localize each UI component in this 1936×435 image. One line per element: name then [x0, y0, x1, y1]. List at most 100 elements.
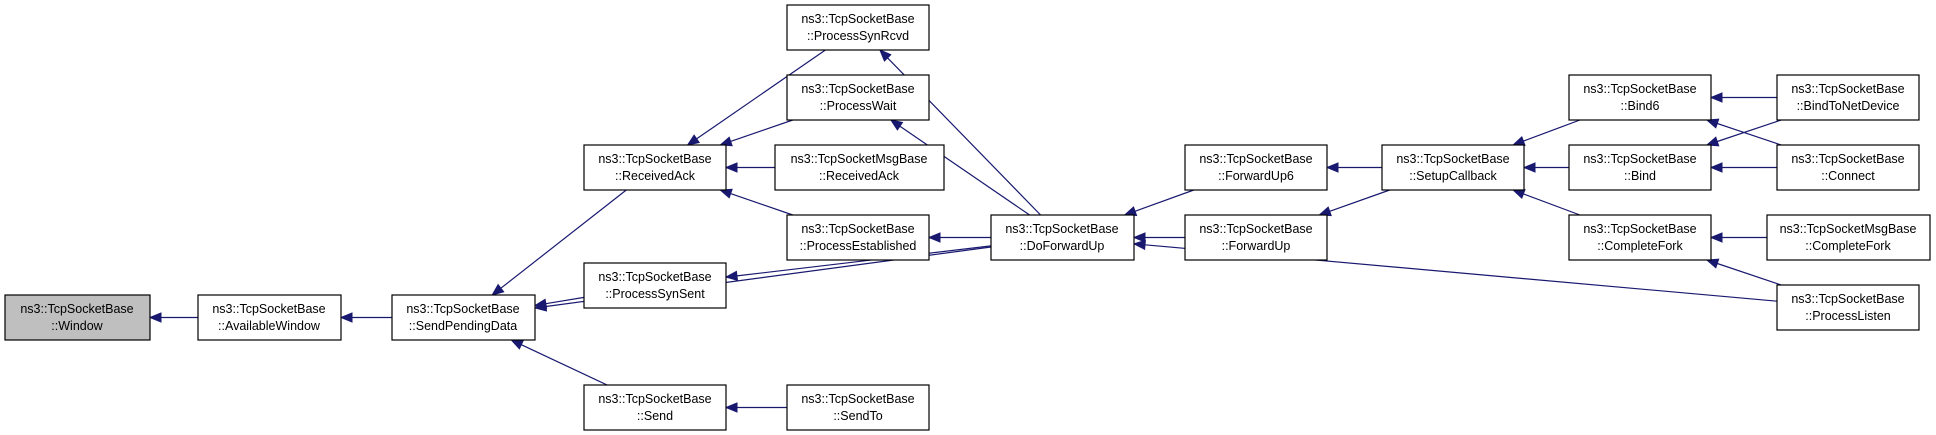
arrowhead-icon [1705, 258, 1720, 269]
node-available-window-line1: ns3::TcpSocketBase [212, 302, 325, 316]
node-process-syn-sent-line2: ::ProcessSynSent [605, 287, 705, 301]
node-setup-callback[interactable]: ns3::TcpSocketBase ::SetupCallback [1381, 144, 1525, 191]
node-send-pending-data-line2: ::SendPendingData [409, 319, 517, 333]
node-received-ack[interactable]: ns3::TcpSocketBase ::ReceivedAck [583, 144, 727, 191]
node-process-syn-sent[interactable]: ns3::TcpSocketBase ::ProcessSynSent [583, 262, 727, 309]
node-forward-up6-line1: ns3::TcpSocketBase [1199, 152, 1312, 166]
node-do-forward-up-line1: ns3::TcpSocketBase [1005, 222, 1118, 236]
arrowhead-icon [927, 232, 941, 243]
node-process-listen[interactable]: ns3::TcpSocketBase ::ProcessListen [1776, 284, 1920, 331]
arrowhead-icon [510, 339, 524, 350]
arrowhead-icon [1132, 239, 1146, 251]
edge-send-to-to-send [724, 402, 787, 413]
node-complete-fork-line1: ns3::TcpSocketBase [1583, 222, 1696, 236]
node-window-line1: ns3::TcpSocketBase [20, 302, 133, 316]
arrowhead-icon [1709, 162, 1723, 173]
node-forward-up-line1: ns3::TcpSocketBase [1199, 222, 1312, 236]
node-bind-to-net-device-line1: ns3::TcpSocketBase [1791, 82, 1904, 96]
node-msg-complete-fork-line2: ::CompleteFork [1805, 239, 1891, 253]
arrowhead-icon [724, 402, 738, 413]
arrowhead-icon [724, 162, 738, 173]
edge-connect-to-bind [1709, 162, 1777, 173]
arrowhead-icon [339, 312, 353, 323]
arrowhead-icon [878, 49, 892, 62]
arrowhead-icon [1132, 232, 1146, 243]
node-msg-received-ack[interactable]: ns3::TcpSocketMsgBase ::ReceivedAck [774, 144, 945, 191]
node-process-wait-line2: ::ProcessWait [820, 99, 897, 113]
arrowhead-icon [686, 134, 701, 146]
node-forward-up[interactable]: ns3::TcpSocketBase ::ForwardUp [1184, 214, 1328, 261]
node-complete-fork-line2: ::CompleteFork [1597, 239, 1683, 253]
edge-connect-to-bind6 [1705, 118, 1782, 146]
edge-process-syn-rcvd-to-received-ack [686, 49, 826, 146]
edge-forward-up-to-do-forward-up [1132, 232, 1185, 243]
node-msg-received-ack-line2: ::ReceivedAck [819, 169, 900, 183]
node-setup-callback-line2: ::SetupCallback [1409, 169, 1497, 183]
node-available-window-line2: ::AvailableWindow [218, 319, 321, 333]
edge-do-forward-up-to-process-established [927, 232, 991, 243]
arrowhead-icon [1522, 162, 1536, 173]
node-process-syn-rcvd-line2: ::ProcessSynRcvd [807, 29, 909, 43]
arrowhead-icon [1325, 162, 1339, 173]
node-send-to-line2: ::SendTo [833, 409, 882, 423]
edge-do-forward-up-to-process-syn-sent [724, 245, 992, 281]
node-process-wait-line1: ns3::TcpSocketBase [801, 82, 914, 96]
edge-setup-callback-to-forward-up6 [1325, 162, 1382, 173]
node-bind6-line2: ::Bind6 [1621, 99, 1660, 113]
node-send-line1: ns3::TcpSocketBase [598, 392, 711, 406]
arrowhead-icon [1123, 206, 1138, 217]
node-forward-up6-line2: ::ForwardUp6 [1218, 169, 1294, 183]
arrowhead-icon [724, 270, 739, 281]
node-msg-received-ack-line1: ns3::TcpSocketMsgBase [791, 152, 928, 166]
edge-process-wait-to-received-ack [719, 119, 793, 147]
node-send-pending-data-line1: ns3::TcpSocketBase [406, 302, 519, 316]
node-bind-line2: ::Bind [1624, 169, 1656, 183]
node-msg-complete-fork[interactable]: ns3::TcpSocketMsgBase ::CompleteFork [1766, 214, 1931, 261]
edge-received-ack-to-send-pending-data [491, 189, 627, 296]
node-do-forward-up[interactable]: ns3::TcpSocketBase ::DoForwardUp [990, 214, 1135, 261]
node-setup-callback-line1: ns3::TcpSocketBase [1396, 152, 1509, 166]
arrowhead-icon [1511, 136, 1526, 146]
node-process-syn-rcvd[interactable]: ns3::TcpSocketBase ::ProcessSynRcvd [786, 4, 930, 51]
arrowhead-icon [1318, 206, 1332, 217]
arrowhead-icon [533, 301, 548, 312]
node-send-to-line1: ns3::TcpSocketBase [801, 392, 914, 406]
edge-bind-to-setup-callback [1522, 162, 1569, 173]
node-bind-to-net-device-line2: ::BindToNetDevice [1797, 99, 1900, 113]
node-window[interactable]: ns3::TcpSocketBase ::Window [4, 294, 151, 341]
node-bind6-line1: ns3::TcpSocketBase [1583, 82, 1696, 96]
edge-setup-callback-to-forward-up [1318, 189, 1390, 217]
node-process-wait[interactable]: ns3::TcpSocketBase ::ProcessWait [786, 74, 930, 121]
edge-send-to-send-pending-data [510, 339, 608, 386]
arrowhead-icon [889, 119, 904, 131]
node-connect[interactable]: ns3::TcpSocketBase ::Connect [1776, 144, 1920, 191]
arrowhead-icon [1709, 92, 1723, 103]
node-send-line2: ::Send [637, 409, 673, 423]
node-available-window[interactable]: ns3::TcpSocketBase ::AvailableWindow [197, 294, 342, 341]
arrowhead-icon [1705, 118, 1720, 129]
arrowhead-icon [491, 283, 505, 296]
node-send-pending-data[interactable]: ns3::TcpSocketBase ::SendPendingData [391, 294, 536, 341]
node-window-line2: ::Window [51, 319, 103, 333]
edge-available-window-to-window [148, 312, 198, 323]
node-complete-fork[interactable]: ns3::TcpSocketBase ::CompleteFork [1568, 214, 1712, 261]
node-bind6[interactable]: ns3::TcpSocketBase ::Bind6 [1568, 74, 1712, 121]
node-received-ack-line1: ns3::TcpSocketBase [598, 152, 711, 166]
node-send[interactable]: ns3::TcpSocketBase ::Send [583, 384, 727, 431]
node-forward-up6[interactable]: ns3::TcpSocketBase ::ForwardUp6 [1184, 144, 1328, 191]
edge-msg-complete-fork-to-complete-fork [1709, 232, 1767, 243]
node-bind[interactable]: ns3::TcpSocketBase ::Bind [1568, 144, 1712, 191]
arrowhead-icon [1709, 232, 1723, 243]
node-process-established-line2: ::ProcessEstablished [800, 239, 917, 253]
edges-layer [148, 49, 1782, 413]
node-bind-to-net-device[interactable]: ns3::TcpSocketBase ::BindToNetDevice [1776, 74, 1920, 121]
node-process-established[interactable]: ns3::TcpSocketBase ::ProcessEstablished [786, 214, 930, 261]
node-process-syn-rcvd-line1: ns3::TcpSocketBase [801, 12, 914, 26]
edge-do-forward-up-to-process-wait [889, 119, 1030, 216]
edge-process-listen-to-complete-fork [1705, 258, 1782, 286]
node-received-ack-line2: ::ReceivedAck [615, 169, 696, 183]
node-send-to[interactable]: ns3::TcpSocketBase ::SendTo [786, 384, 930, 431]
node-process-syn-sent-line1: ns3::TcpSocketBase [598, 270, 711, 284]
edge-complete-fork-to-setup-callback [1511, 189, 1581, 216]
